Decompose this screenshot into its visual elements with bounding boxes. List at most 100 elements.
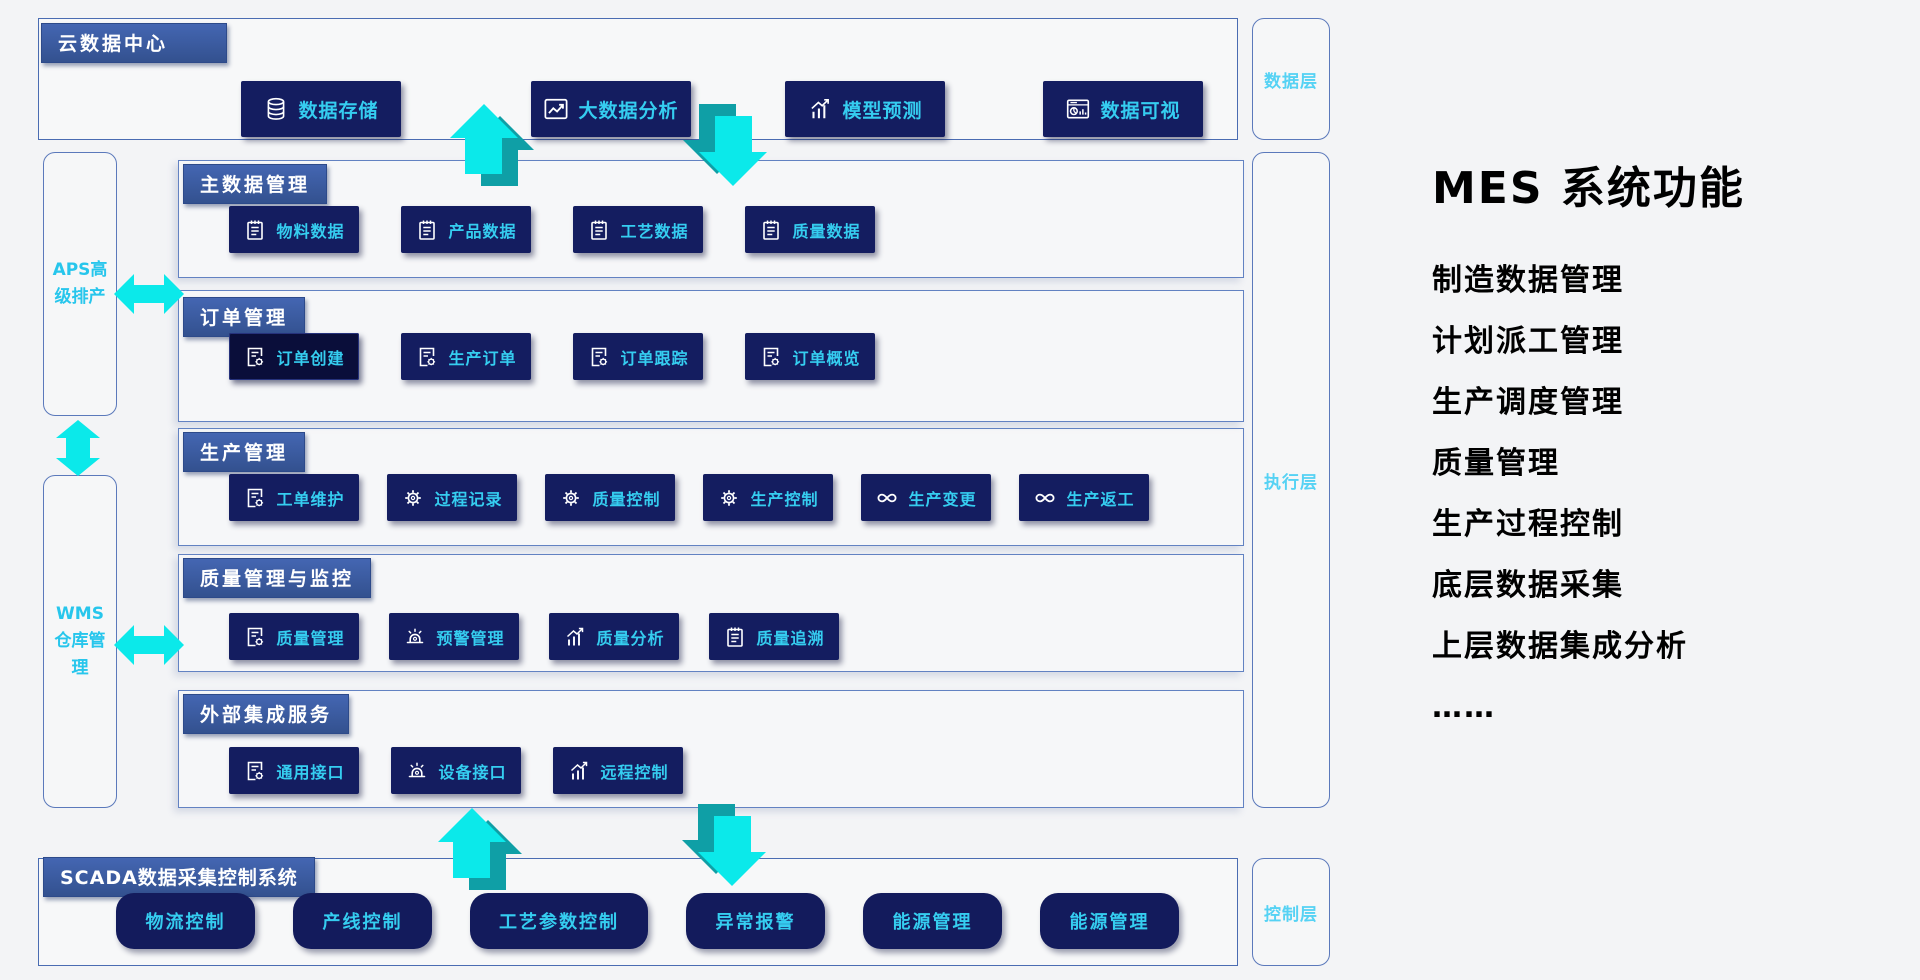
- doc-gear-icon: [243, 486, 267, 510]
- up-arrow: [438, 808, 522, 890]
- button-label: 生产变更: [908, 489, 977, 509]
- button-label: 质量分析: [596, 628, 665, 648]
- aps-wms-double-arrow: [56, 420, 100, 476]
- button-label: 数据存储: [298, 99, 379, 122]
- generic-interface-button: 通用接口: [229, 747, 359, 794]
- database-icon: [263, 96, 289, 122]
- execution-layer-label: 执行层: [1252, 152, 1330, 808]
- panel-item: 计划派工管理: [1432, 324, 1624, 359]
- trend-chart-icon: [567, 759, 591, 783]
- panel-item: 上层数据集成分析: [1432, 629, 1688, 664]
- process-parameter-control-pill: 工艺参数控制: [470, 893, 648, 949]
- button-label: 订单跟踪: [620, 348, 689, 368]
- section-quality-monitoring: 质量管理与监控 质量管理 预警管理 质量分析 质量追溯: [178, 554, 1244, 672]
- quality-analysis-button: 质量分析: [549, 613, 679, 660]
- section-production-management: 生产管理 工单维护 过程记录 质量控制 生产控制 生产变更 生产返工: [178, 428, 1244, 546]
- doc-gear-icon: [759, 345, 783, 369]
- doc-gear-icon: [243, 759, 267, 783]
- doc-gear-icon: [243, 625, 267, 649]
- energy-management-pill: 能源管理: [1040, 893, 1179, 949]
- infinity-icon: [875, 486, 899, 510]
- line-control-pill: 产线控制: [293, 893, 432, 949]
- doc-gear-icon: [587, 345, 611, 369]
- device-interface-button: 设备接口: [391, 747, 521, 794]
- button-label: 产品数据: [448, 221, 517, 241]
- section-external-integration: 外部集成服务 通用接口 设备接口 远程控制: [178, 690, 1244, 808]
- panel-item: 质量管理: [1432, 446, 1560, 481]
- panel-item: ……: [1432, 690, 1496, 725]
- section-title: 质量管理与监控: [183, 558, 372, 598]
- quality-management-button: 质量管理: [229, 613, 359, 660]
- section-order-management: 订单管理 订单创建 生产订单 订单跟踪 订单概览: [178, 290, 1244, 422]
- material-data-button: 物料数据: [229, 206, 359, 253]
- down-arrow: [682, 804, 766, 886]
- layer-text: 执行层: [1264, 472, 1318, 493]
- order-tracking-button: 订单跟踪: [573, 333, 703, 380]
- alarm-icon: [405, 759, 429, 783]
- down-arrow: [683, 104, 767, 186]
- quality-data-button: 质量数据: [745, 206, 875, 253]
- panel-item: 底层数据采集: [1432, 568, 1624, 603]
- wms-label: WMS仓库管理: [54, 603, 106, 679]
- notepad-icon: [723, 625, 747, 649]
- button-label: 通用接口: [276, 762, 345, 782]
- aps-box: APS高级排产: [43, 152, 117, 416]
- panel-item: 制造数据管理: [1432, 263, 1624, 298]
- production-order-button: 生产订单: [401, 333, 531, 380]
- work-order-maintenance-button: 工单维护: [229, 474, 359, 521]
- quality-control-button: 质量控制: [545, 474, 675, 521]
- button-label: 质量控制: [592, 489, 661, 509]
- scada-box: SCADA数据采集控制系统 物流控制 产线控制 工艺参数控制 异常报警 能源管理…: [38, 857, 1238, 966]
- alert-management-button: 预警管理: [389, 613, 519, 660]
- section-title: 主数据管理: [183, 164, 328, 204]
- alarm-icon: [403, 625, 427, 649]
- data-layer-label: 数据层: [1252, 18, 1330, 140]
- process-record-button: 过程记录: [387, 474, 517, 521]
- data-storage-button: 数据存储: [241, 81, 401, 137]
- notepad-icon: [243, 218, 267, 242]
- order-overview-button: 订单概览: [745, 333, 875, 380]
- trend-chart-icon: [807, 96, 833, 122]
- product-data-button: 产品数据: [401, 206, 531, 253]
- panel-item: 生产过程控制: [1432, 507, 1624, 542]
- button-label: 预警管理: [436, 628, 505, 648]
- notepad-icon: [759, 218, 783, 242]
- section-title: 生产管理: [183, 432, 306, 472]
- notepad-icon: [587, 218, 611, 242]
- infinity-icon: [1033, 486, 1057, 510]
- button-label: 远程控制: [600, 762, 669, 782]
- gear-icon: [717, 486, 741, 510]
- button-label: 生产订单: [448, 348, 517, 368]
- model-prediction-button: 模型预测: [785, 81, 945, 137]
- section-master-data: 主数据管理 物料数据 产品数据 工艺数据 质量数据: [178, 160, 1244, 278]
- control-layer-label: 控制层: [1252, 858, 1330, 966]
- dashboard-icon: [1065, 96, 1091, 122]
- button-label: 质量追溯: [756, 628, 825, 648]
- line-chart-icon: [543, 96, 569, 122]
- gear-icon: [559, 486, 583, 510]
- panel-title: MES 系统功能: [1432, 163, 1745, 214]
- section-title: 外部集成服务: [183, 694, 350, 734]
- cloud-data-center-box: 云数据中心 数据存储 大数据分析 模型预测 数据可视: [38, 18, 1238, 140]
- remote-control-button: 远程控制: [553, 747, 683, 794]
- abnormal-alarm-pill: 异常报警: [686, 893, 825, 949]
- scada-title: SCADA数据采集控制系统: [43, 857, 315, 897]
- doc-gear-icon: [415, 345, 439, 369]
- wms-double-arrow: [114, 625, 184, 665]
- aps-label: APS高级排产: [52, 259, 108, 307]
- scada-pill-row: 物流控制 产线控制 工艺参数控制 异常报警 能源管理 能源管理: [116, 893, 1179, 949]
- button-label: 质量数据: [792, 221, 861, 241]
- button-label: 生产控制: [750, 489, 819, 509]
- panel-item-list: 制造数据管理 计划派工管理 生产调度管理 质量管理 生产过程控制 底层数据采集 …: [1432, 250, 1902, 738]
- order-create-button: 订单创建: [229, 333, 359, 380]
- button-label: 数据可视: [1100, 99, 1181, 122]
- button-label: 生产返工: [1066, 489, 1135, 509]
- big-data-analysis-button: 大数据分析: [531, 81, 691, 137]
- button-label: 订单创建: [276, 348, 345, 368]
- logistics-control-pill: 物流控制: [116, 893, 255, 949]
- up-arrow: [450, 104, 534, 186]
- button-label: 工艺数据: [620, 221, 689, 241]
- process-data-button: 工艺数据: [573, 206, 703, 253]
- cloud-data-center-title: 云数据中心: [41, 23, 228, 63]
- notepad-icon: [415, 218, 439, 242]
